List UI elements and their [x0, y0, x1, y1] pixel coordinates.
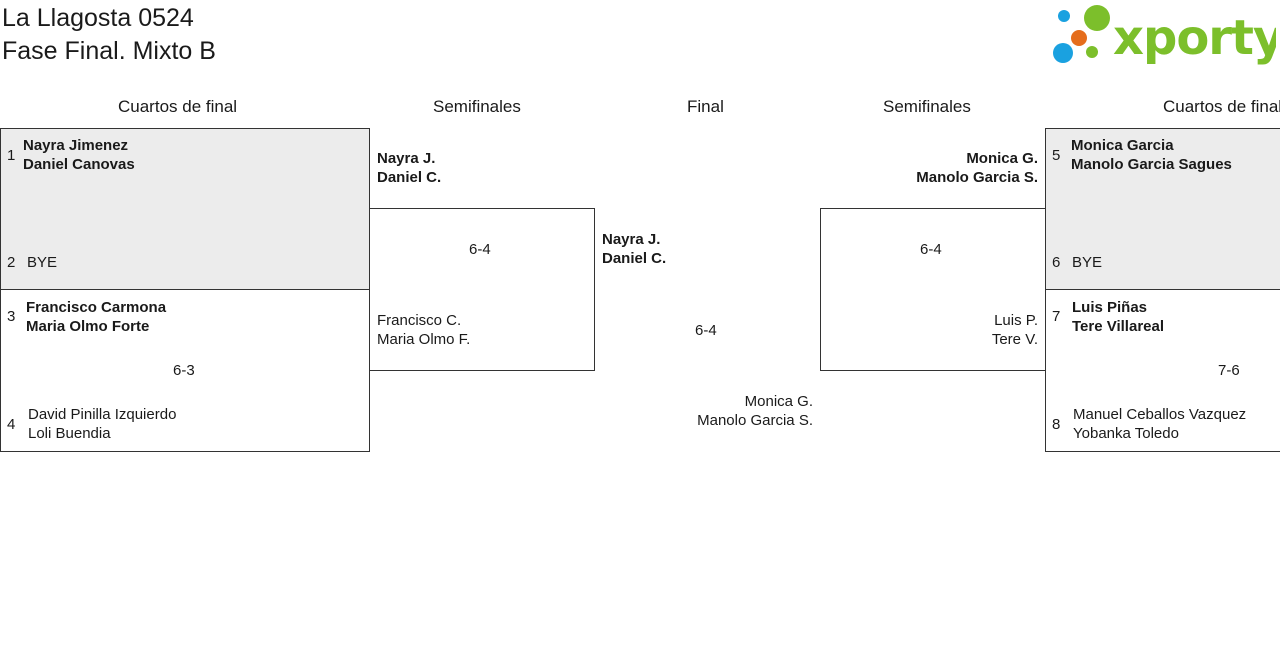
- team-name-pair: BYE: [27, 253, 57, 272]
- match-score: 6-4: [920, 241, 942, 258]
- player-name: Manuel Ceballos Vazquez: [1073, 406, 1247, 423]
- player-name: Daniel C.: [377, 169, 442, 186]
- seed-number: 3: [7, 308, 16, 325]
- logo-text: xporty: [1113, 10, 1276, 66]
- quarterfinal-match-4: [1045, 289, 1280, 452]
- player-name: Luis P.: [994, 312, 1038, 329]
- player-name: Tere V.: [991, 331, 1038, 348]
- seed-number: 1: [7, 147, 16, 164]
- quarterfinal-match-3: [1045, 128, 1280, 290]
- player-name: Nayra Jimenez: [23, 137, 129, 154]
- player-name: Maria Olmo Forte: [26, 318, 150, 335]
- team-name-pair: Nayra J. Daniel C.: [377, 149, 441, 187]
- seed-number: 8: [1052, 416, 1061, 433]
- team-name-pair: Monica G. Manolo Garcia S.: [916, 149, 1038, 187]
- player-name: Loli Buendia: [28, 425, 111, 442]
- match-score: 6-4: [469, 241, 491, 258]
- player-name: Manolo Garcia S.: [697, 412, 813, 429]
- team-name-pair: Monica G. Manolo Garcia S.: [697, 392, 813, 430]
- player-name: Tere Villareal: [1072, 318, 1165, 335]
- team-name-pair: Manuel Ceballos Vazquez Yobanka Toledo: [1073, 405, 1246, 443]
- player-name: Yobanka Toledo: [1073, 425, 1179, 442]
- team-name-pair: Nayra J. Daniel C.: [602, 230, 666, 268]
- player-name: Daniel C.: [602, 250, 667, 267]
- team-name-pair: Monica Garcia Manolo Garcia Sagues: [1071, 136, 1232, 174]
- final-score: 6-4: [695, 322, 717, 339]
- round-header-right-quarterfinals: Cuartos de final: [1163, 97, 1280, 116]
- bye-label: BYE: [1072, 254, 1103, 271]
- seed-number: 5: [1052, 147, 1061, 164]
- match-score: 6-3: [173, 362, 195, 379]
- player-name: Maria Olmo F.: [377, 331, 471, 348]
- player-name: Monica G.: [744, 393, 813, 410]
- player-name: Monica G.: [966, 150, 1038, 167]
- team-name-pair: Nayra Jimenez Daniel Canovas: [23, 136, 135, 174]
- seed-number: 2: [7, 254, 16, 271]
- player-name: Francisco C.: [377, 312, 462, 329]
- player-name: Nayra J.: [377, 150, 436, 167]
- match-score: 7-6: [1218, 362, 1240, 379]
- team-name-pair: BYE: [1072, 253, 1102, 272]
- xporty-logo: xporty: [1053, 5, 1276, 66]
- player-name: Luis Piñas: [1072, 299, 1148, 316]
- round-header-left-semifinals: Semifinales: [433, 97, 521, 116]
- team-name-pair: Luis P. Tere V.: [992, 311, 1038, 349]
- round-header-left-quarterfinals: Cuartos de final: [118, 97, 238, 116]
- player-name: Daniel Canovas: [23, 156, 135, 173]
- team-name-pair: David Pinilla Izquierdo Loli Buendia: [28, 405, 176, 443]
- semifinal-match-1: [369, 208, 595, 371]
- quarterfinal-match-1: [0, 128, 370, 290]
- round-header-right-semifinals: Semifinales: [883, 97, 971, 116]
- team-name-pair: Luis Piñas Tere Villareal: [1072, 298, 1164, 336]
- bye-label: BYE: [27, 254, 58, 271]
- player-name: David Pinilla Izquierdo: [28, 406, 177, 423]
- team-name-pair: Francisco Carmona Maria Olmo Forte: [26, 298, 166, 336]
- seed-number: 6: [1052, 254, 1061, 271]
- team-name-pair: Francisco C. Maria Olmo F.: [377, 311, 470, 349]
- seed-number: 7: [1052, 308, 1061, 325]
- page-title: La Llagosta 0524: [2, 4, 194, 32]
- page-subtitle: Fase Final. Mixto B: [2, 37, 216, 65]
- round-header-final: Final: [687, 97, 724, 116]
- player-name: Monica Garcia: [1071, 137, 1174, 154]
- player-name: Manolo Garcia Sagues: [1071, 156, 1232, 173]
- player-name: Manolo Garcia S.: [916, 169, 1038, 186]
- seed-number: 4: [7, 416, 16, 433]
- player-name: Nayra J.: [602, 231, 661, 248]
- player-name: Francisco Carmona: [26, 299, 167, 316]
